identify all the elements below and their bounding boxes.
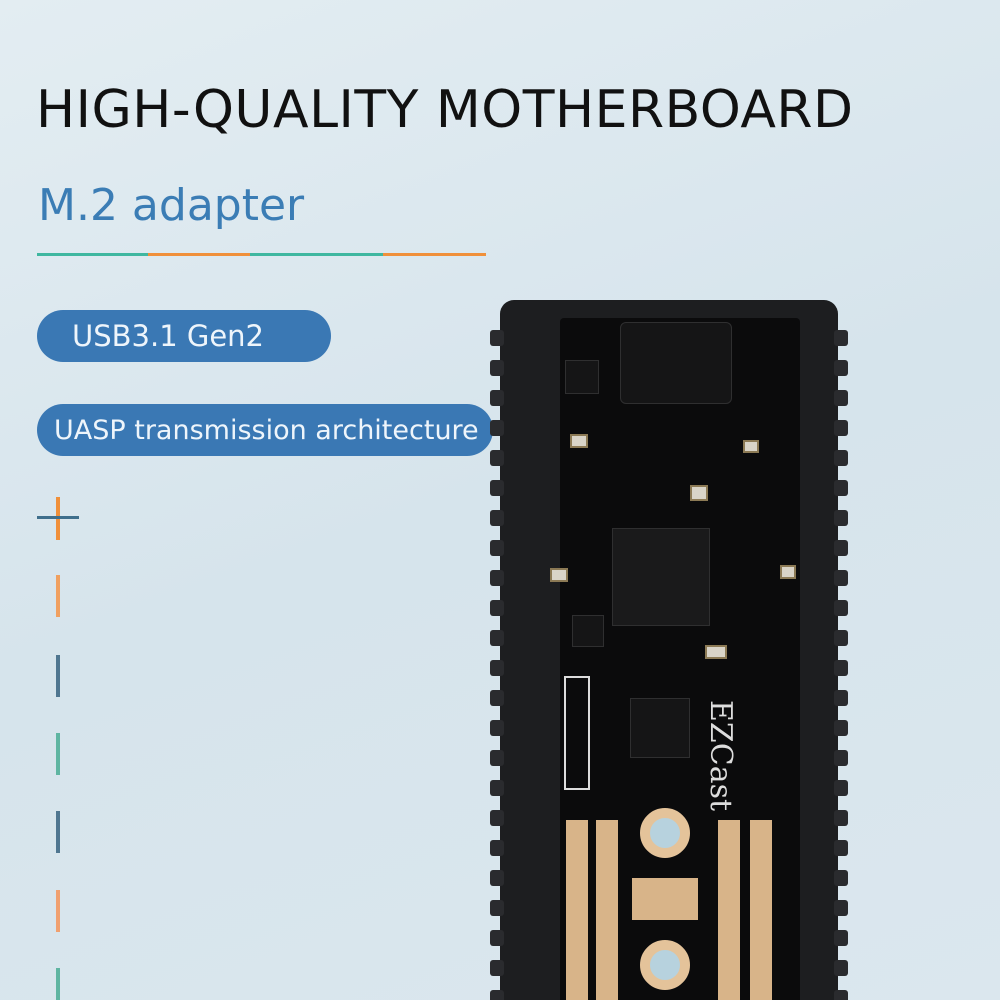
dash-decoration [56, 968, 60, 1000]
enclosure-ridge [490, 600, 504, 616]
enclosure-ridge [834, 510, 848, 526]
enclosure-ridge [490, 420, 504, 436]
enclosure-ridge [834, 690, 848, 706]
enclosure-ridge [490, 870, 504, 886]
small-chip [572, 615, 604, 647]
dash-decoration [56, 655, 60, 697]
pcb-brand-logo: EZCast [703, 700, 738, 812]
component [690, 485, 708, 501]
feature-label: UASP transmission architecture [54, 414, 479, 446]
enclosure-ridge [490, 930, 504, 946]
enclosure-ridge [834, 990, 848, 1000]
enclosure-ridge [490, 360, 504, 376]
mount-hole [640, 808, 690, 858]
feature-label: USB3.1 Gen2 [72, 319, 265, 353]
component [570, 434, 588, 448]
enclosure-ridge [490, 750, 504, 766]
component [743, 440, 759, 453]
enclosure-ridge [834, 480, 848, 496]
enclosure-ridge [490, 780, 504, 796]
divider-orange-1 [148, 253, 250, 256]
enclosure-ridge [834, 570, 848, 586]
enclosure-ridge [834, 390, 848, 406]
enclosure-ridge [490, 450, 504, 466]
enclosure-ridge [490, 690, 504, 706]
m2-contact [718, 820, 740, 1000]
component [550, 568, 568, 582]
enclosure-ridge [834, 600, 848, 616]
enclosure-ridge [834, 420, 848, 436]
headline: HIGH-QUALITY MOTHERBOARD [36, 80, 854, 140]
divider-orange-2 [383, 253, 486, 256]
enclosure-ridge [490, 630, 504, 646]
enclosure-ridge [834, 750, 848, 766]
pin-header [564, 676, 590, 790]
m2-contact [750, 820, 772, 1000]
enclosure-ridge [490, 720, 504, 736]
enclosure-ridge [834, 810, 848, 826]
subtitle: M.2 adapter [38, 180, 305, 231]
component [780, 565, 796, 579]
enclosure-ridge [490, 570, 504, 586]
enclosure-ridge [834, 450, 848, 466]
cross-decoration [37, 516, 79, 519]
regulator-chip [565, 360, 599, 394]
mount-hole [640, 940, 690, 990]
enclosure-ridge [834, 630, 848, 646]
enclosure-ridge [834, 780, 848, 796]
dash-decoration [56, 890, 60, 932]
enclosure-ridge [834, 660, 848, 676]
enclosure-ridge [490, 960, 504, 976]
m2-contact [632, 878, 698, 920]
enclosure-ridge [834, 870, 848, 886]
m2-contact [566, 820, 588, 1000]
enclosure-ridge [834, 840, 848, 856]
dash-decoration [56, 733, 60, 775]
enclosure-ridge [834, 540, 848, 556]
m2-contact [596, 820, 618, 1000]
enclosure-ridge [490, 330, 504, 346]
enclosure-ridge [490, 480, 504, 496]
enclosure-ridge [834, 360, 848, 376]
dash-decoration [56, 811, 60, 853]
feature-badge-usb: USB3.1 Gen2 [37, 310, 331, 362]
enclosure-ridge [490, 900, 504, 916]
enclosure-ridge [834, 930, 848, 946]
enclosure-ridge [490, 510, 504, 526]
enclosure-ridge [834, 330, 848, 346]
component [705, 645, 727, 659]
dash-decoration [56, 575, 60, 617]
enclosure-ridge [834, 960, 848, 976]
enclosure-ridge [490, 840, 504, 856]
enclosure-ridge [490, 810, 504, 826]
enclosure-ridge [834, 720, 848, 736]
divider-teal-2 [250, 253, 383, 256]
usb-connector [620, 322, 732, 404]
controller-chip [612, 528, 710, 626]
enclosure-ridge [834, 900, 848, 916]
enclosure-ridge [490, 660, 504, 676]
feature-badge-uasp: UASP transmission architecture [37, 404, 493, 456]
divider-teal-1 [37, 253, 148, 256]
flash-chip [630, 698, 690, 758]
enclosure-ridge [490, 540, 504, 556]
enclosure-ridge [490, 990, 504, 1000]
enclosure-ridge [490, 390, 504, 406]
